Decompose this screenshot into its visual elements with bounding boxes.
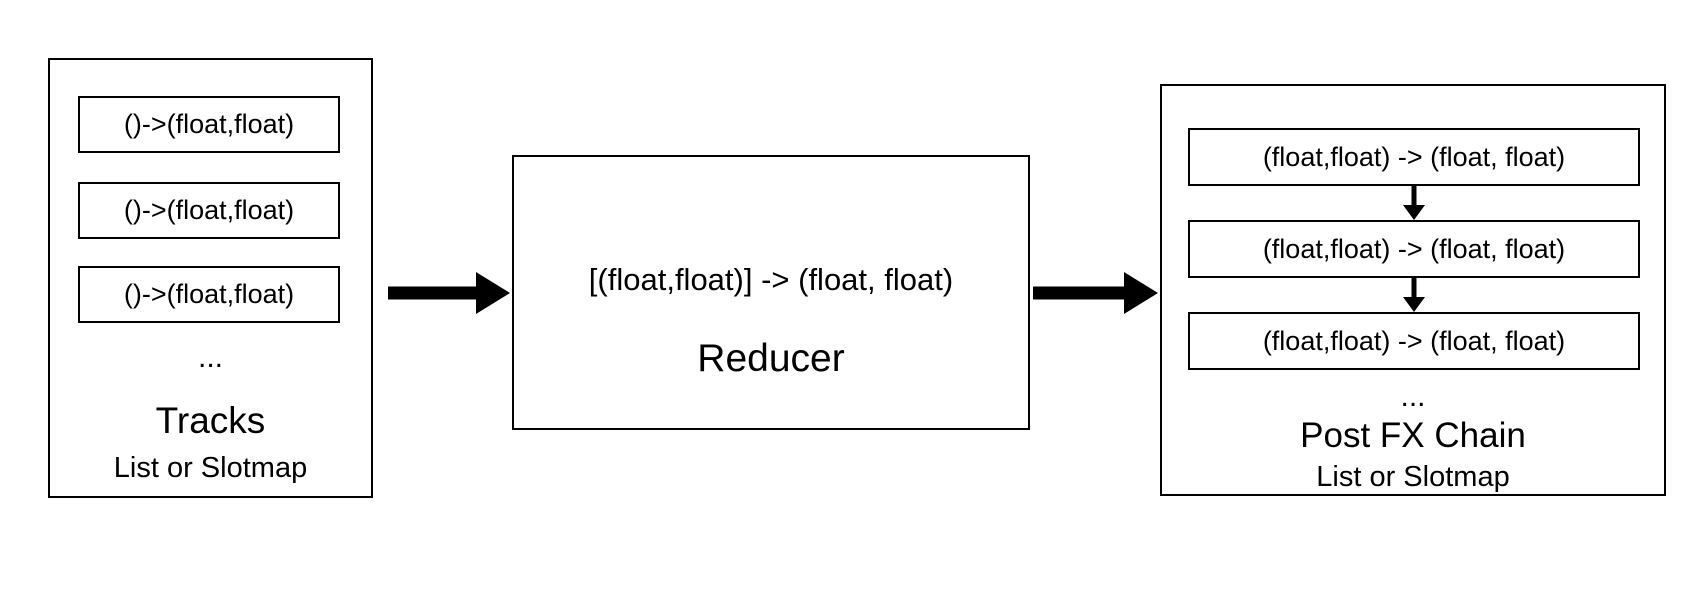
tracks-container: ()->(float,float) ()->(float,float) ()->… — [48, 58, 373, 498]
tracks-title: Tracks — [155, 400, 266, 441]
tracks-ellipsis: ... — [197, 341, 223, 374]
postfx-ellipsis: ... — [1400, 380, 1426, 413]
arrow-fx1-to-fx2-icon — [1402, 186, 1426, 220]
track-slot-signature: ()->(float,float) — [78, 182, 340, 239]
reducer-container: [(float,float)] -> (float, float) Reduce… — [512, 155, 1030, 430]
track-slot-signature: ()->(float,float) — [78, 266, 340, 323]
arrow-fx2-to-fx3-icon — [1402, 278, 1426, 312]
tracks-subtitle: List or Slotmap — [113, 452, 308, 484]
arrow-shaft — [1411, 186, 1417, 207]
postfx-slot-signature: (float,float) -> (float, float) — [1188, 128, 1640, 186]
arrow-tracks-to-reducer-icon — [388, 271, 510, 315]
arrow-shaft — [1411, 278, 1417, 299]
arrow-reducer-to-postfx-icon — [1033, 271, 1158, 315]
postfx-slot-signature: (float,float) -> (float, float) — [1188, 312, 1640, 370]
arrow-head — [1403, 297, 1425, 312]
arrow-head — [1124, 272, 1158, 314]
reducer-signature: [(float,float)] -> (float, float) — [588, 262, 954, 297]
postfx-container: (float,float) -> (float, float) (float,f… — [1160, 84, 1666, 496]
postfx-subtitle: List or Slotmap — [1316, 461, 1510, 493]
postfx-slot-signature: (float,float) -> (float, float) — [1188, 220, 1640, 278]
arrow-head — [1403, 205, 1425, 220]
postfx-title: Post FX Chain — [1300, 416, 1526, 455]
arrow-shaft — [1033, 286, 1128, 300]
track-slot-signature: ()->(float,float) — [78, 96, 340, 153]
arrow-shaft — [388, 286, 480, 300]
reducer-title: Reducer — [697, 337, 845, 380]
arrow-head — [476, 272, 510, 314]
